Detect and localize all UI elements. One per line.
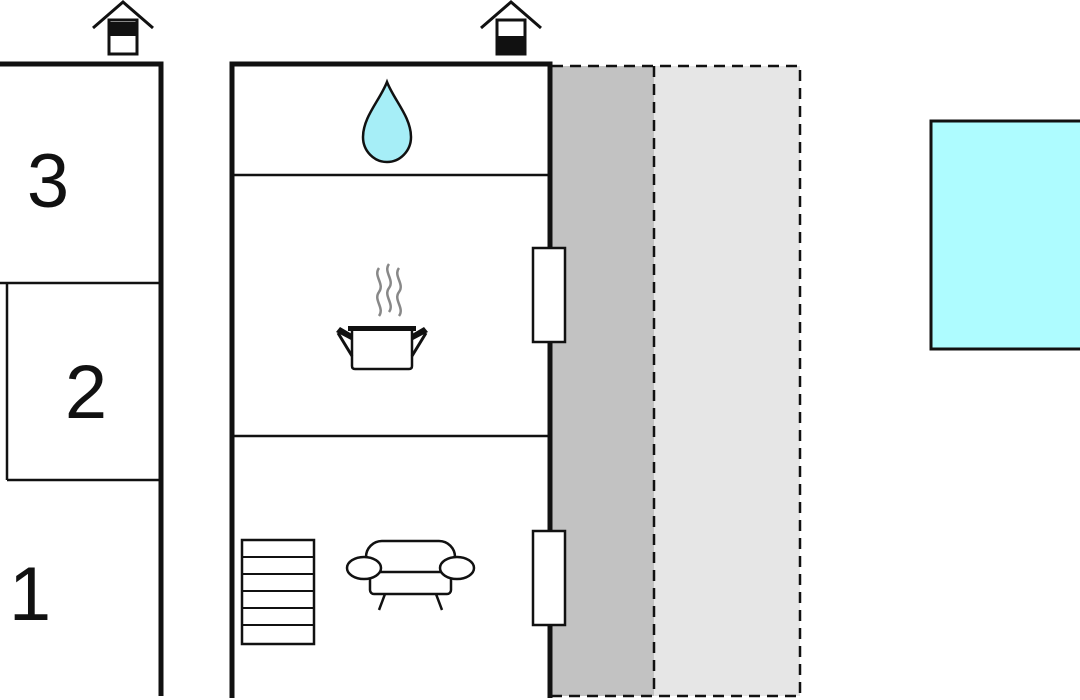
staircase-icon — [240, 538, 316, 646]
room-label-3: 3 — [27, 139, 69, 224]
terrace-outline — [552, 64, 802, 698]
sofa-icon — [345, 539, 476, 611]
open-terrace — [654, 66, 800, 696]
water-drop-icon — [361, 78, 413, 164]
upper-floor-building: 3 2 1 — [0, 61, 164, 696]
room-label-2: 2 — [65, 350, 107, 435]
chimney-icon — [92, 0, 154, 56]
pool-icon — [929, 119, 1080, 351]
covered-terrace — [552, 66, 654, 696]
terrace-area — [552, 64, 802, 698]
cooking-pot-icon — [336, 263, 428, 371]
upper-floor-walls — [0, 61, 164, 696]
chimney-icon — [480, 0, 542, 56]
ground-floor-building — [229, 61, 567, 698]
window — [531, 246, 567, 344]
ground-floor-walls — [229, 61, 553, 698]
window — [531, 529, 567, 627]
room-label-1: 1 — [9, 552, 51, 637]
